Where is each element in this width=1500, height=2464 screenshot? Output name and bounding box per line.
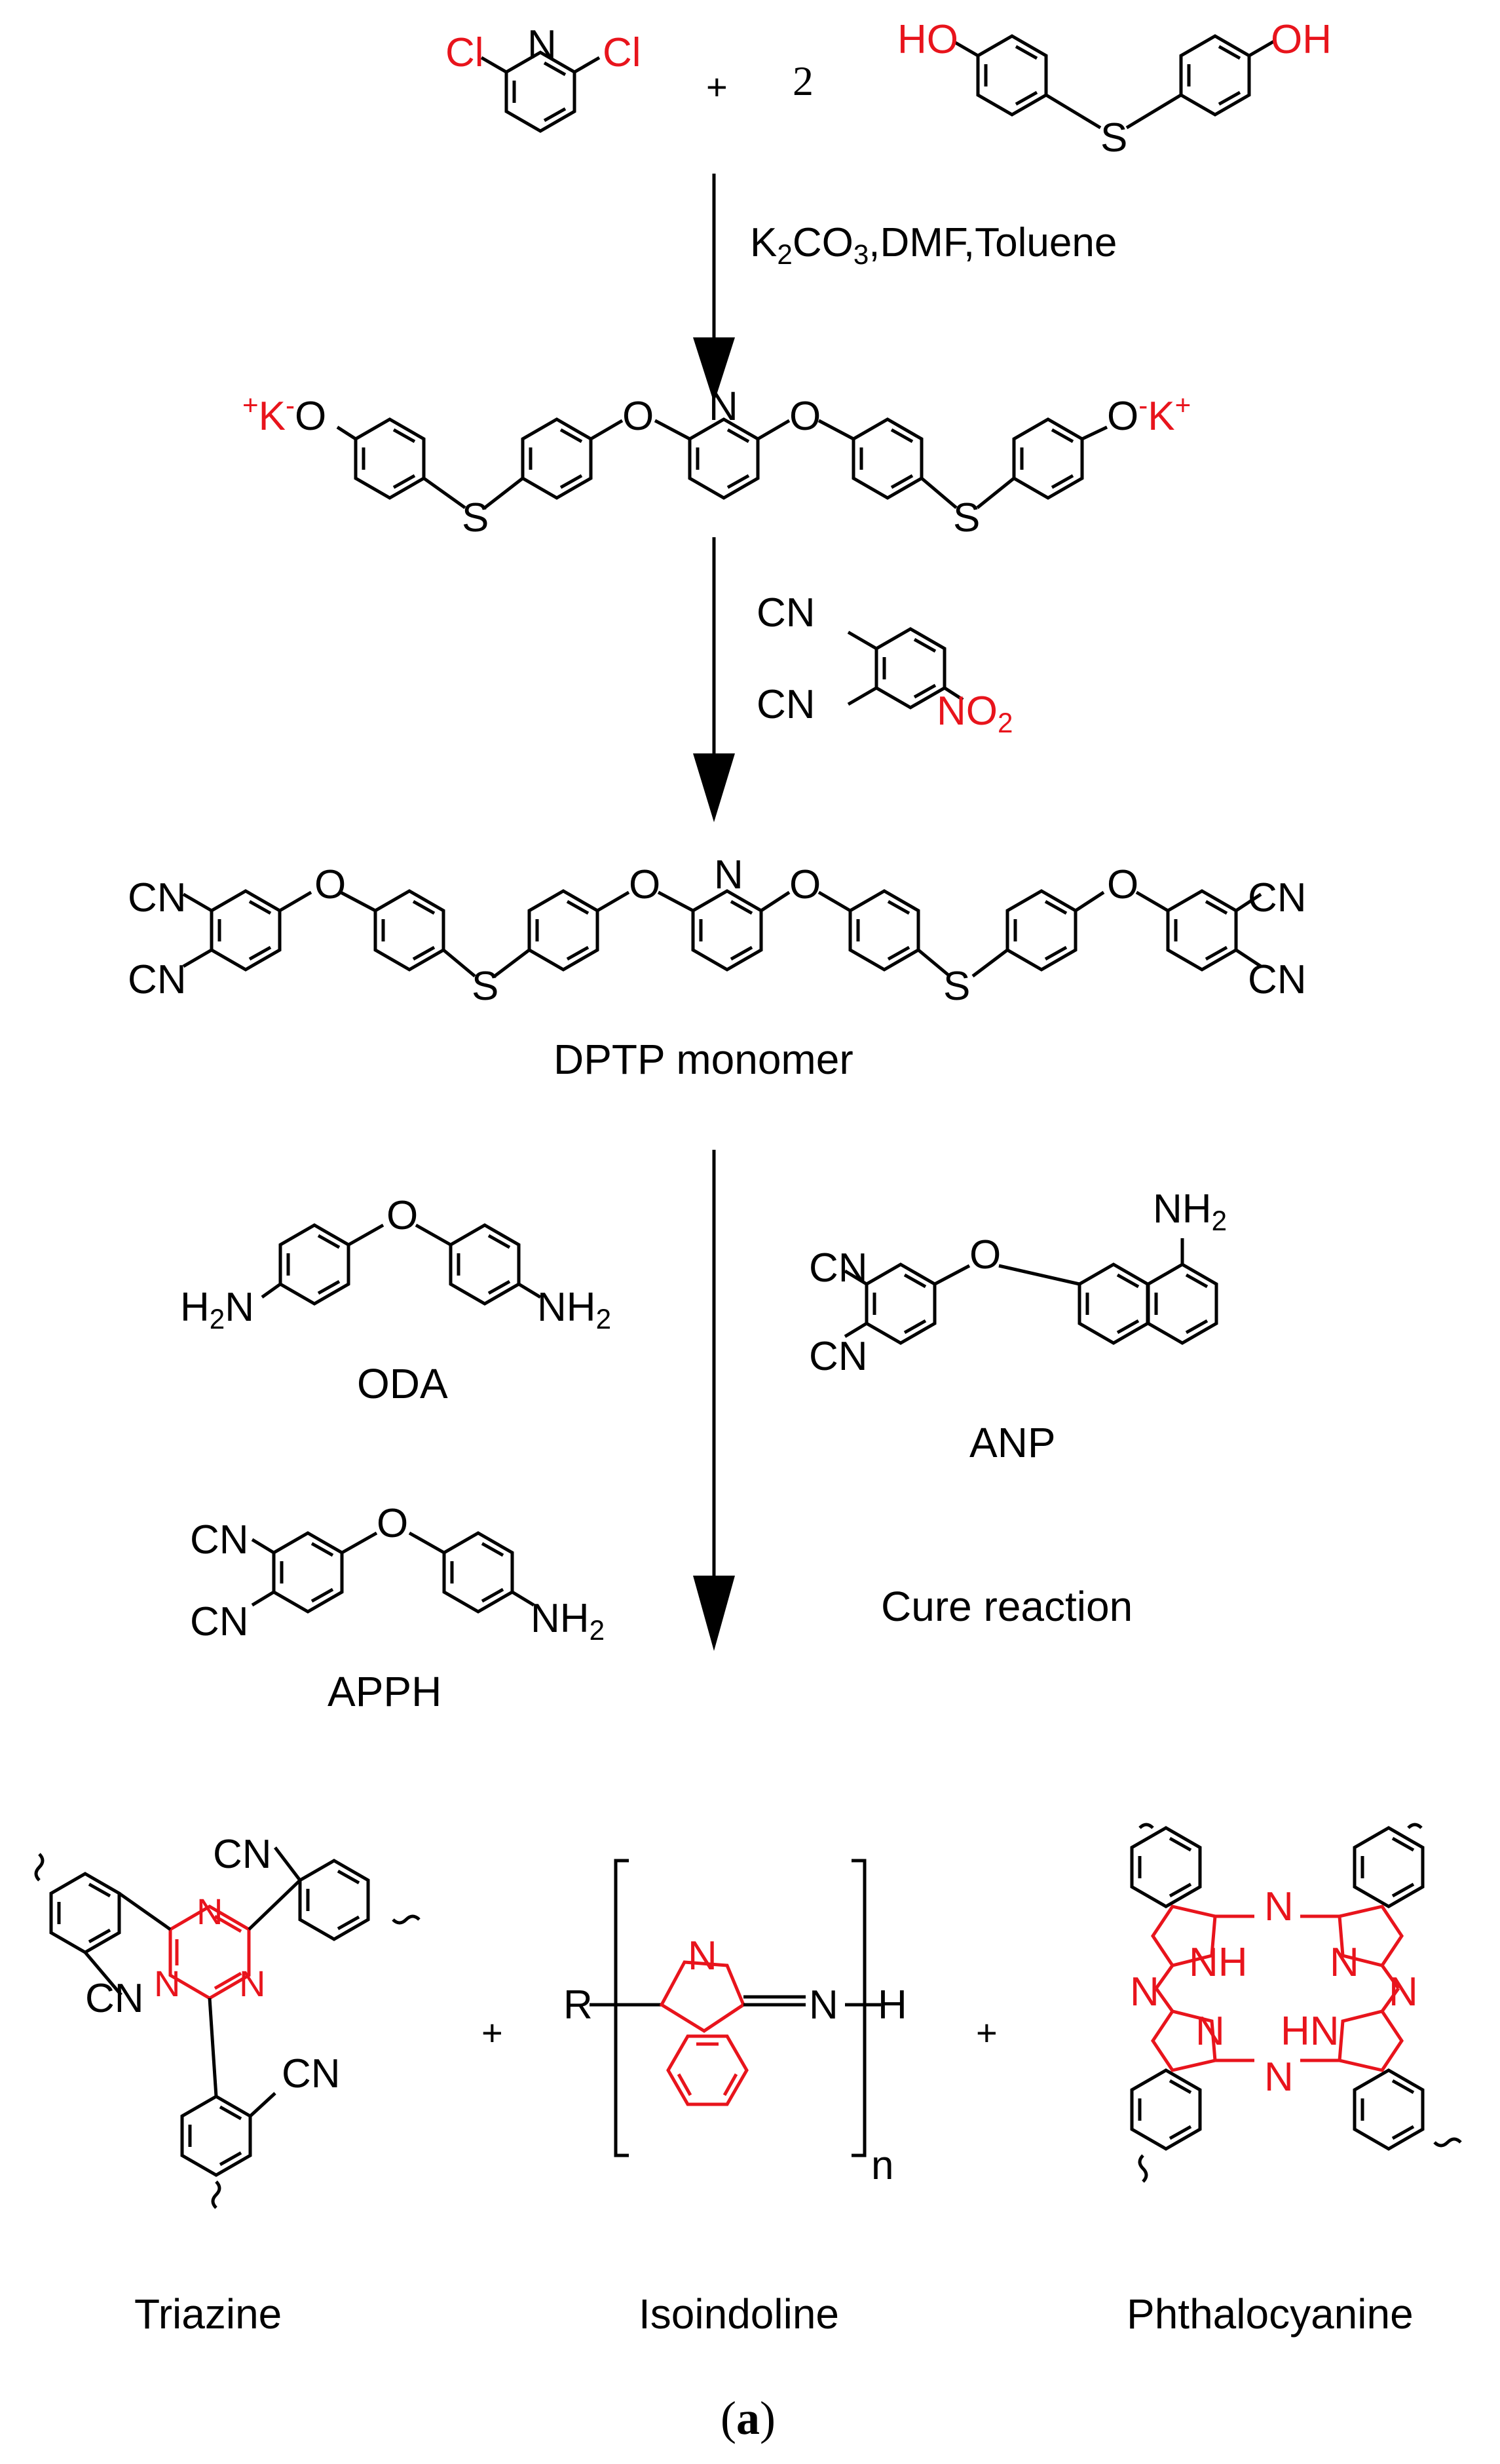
isoindoline-ring-n: N bbox=[688, 1933, 717, 1979]
anp-nh2: NH2 bbox=[1153, 1186, 1228, 1236]
dichloropyridine-structure bbox=[480, 52, 601, 131]
anp-cn-top: CN bbox=[809, 1245, 868, 1291]
oda-structure bbox=[261, 1225, 542, 1304]
bisphenolate-structure bbox=[336, 419, 1108, 510]
atom-o-left: O bbox=[622, 394, 654, 439]
atom-cl-right: Cl bbox=[603, 30, 641, 75]
monomer-cn-top-right: CN bbox=[1248, 875, 1307, 920]
monomer-name: DPTP monomer bbox=[553, 1036, 853, 1083]
thiodiphenol-structure bbox=[952, 36, 1275, 130]
pc-n-ne: N bbox=[1330, 1940, 1359, 1985]
oda-h2n: H2N bbox=[180, 1285, 255, 1335]
isoindoline-r: R bbox=[563, 1982, 593, 2028]
oda-o: O bbox=[386, 1193, 419, 1238]
monomer-cn-bottom-left: CN bbox=[128, 957, 187, 1002]
cure-reaction-label: Cure reaction bbox=[881, 1583, 1133, 1630]
monomer-s-right: S bbox=[943, 964, 971, 1009]
pc-nh: NH bbox=[1189, 1940, 1248, 1985]
pc-n-top: N bbox=[1264, 1884, 1294, 1929]
atom-o-right: O bbox=[789, 394, 821, 439]
reaction-arrow-1 bbox=[693, 174, 735, 403]
triazine-structure bbox=[34, 1846, 421, 2209]
pc-n-left: N bbox=[1130, 1969, 1159, 2015]
pc-n-sw: N bbox=[1195, 2009, 1225, 2054]
triazine-n-left: N bbox=[154, 1963, 181, 2004]
anp-o: O bbox=[969, 1232, 1002, 1278]
anp-cn-bottom: CN bbox=[809, 1334, 868, 1379]
oda-nh2: NH2 bbox=[537, 1285, 612, 1335]
atom-cl-left: Cl bbox=[445, 30, 484, 75]
monomer-n: N bbox=[714, 852, 743, 898]
triazine-name: Triazine bbox=[134, 2290, 282, 2338]
isoindoline-repeat-n: n bbox=[871, 2143, 894, 2188]
pc-n-right: N bbox=[1389, 1969, 1418, 2015]
pc-hn: HN bbox=[1281, 2009, 1340, 2054]
dptp-monomer-structure bbox=[182, 891, 1262, 977]
oda-name: ODA bbox=[357, 1360, 448, 1407]
atom-n-center: N bbox=[709, 384, 738, 429]
triazine-n-top: N bbox=[197, 1891, 223, 1932]
triazine-cn-left: CN bbox=[85, 1976, 144, 2021]
reaction-conditions-step1: K2CO3,DMF,Toluene bbox=[750, 220, 1117, 270]
triazine-cn-top: CN bbox=[213, 1832, 272, 1877]
anp-name: ANP bbox=[969, 1419, 1056, 1466]
atom-s-right: S bbox=[953, 495, 981, 540]
figure-panel-label: (a) bbox=[721, 2392, 776, 2444]
apph-structure bbox=[251, 1533, 535, 1612]
isoindoline-imine-n: N bbox=[809, 1982, 838, 2028]
triazine-n-right: N bbox=[239, 1963, 266, 2004]
atom-ho: HO bbox=[897, 17, 958, 62]
reagent-nitro-group: NO2 bbox=[937, 689, 1013, 738]
potassium-phenolate-left: +K-O bbox=[242, 389, 327, 439]
monomer-cn-top-left: CN bbox=[128, 875, 187, 920]
isoindoline-structure bbox=[590, 1859, 881, 2157]
monomer-s-left: S bbox=[472, 964, 499, 1009]
plus-sign-product-1: + bbox=[481, 2012, 503, 2053]
stoichiometric-coefficient: 2 bbox=[793, 58, 814, 104]
apph-cn-top: CN bbox=[190, 1517, 249, 1563]
monomer-o-4: O bbox=[1107, 862, 1139, 907]
atom-s-left: S bbox=[462, 495, 489, 540]
reaction-arrow-3 bbox=[693, 1150, 735, 1651]
anp-structure bbox=[844, 1238, 1216, 1343]
apph-o: O bbox=[377, 1501, 409, 1546]
monomer-o-1: O bbox=[314, 862, 347, 907]
plus-sign-step1: + bbox=[706, 66, 728, 107]
apph-cn-bottom: CN bbox=[190, 1599, 249, 1644]
potassium-phenolate-right: O-K+ bbox=[1107, 389, 1191, 439]
isoindoline-name: Isoindoline bbox=[639, 2290, 839, 2338]
reagent-cn-bottom: CN bbox=[757, 682, 816, 727]
phthalocyanine-name: Phthalocyanine bbox=[1127, 2290, 1414, 2338]
phthalocyanine-structure bbox=[1132, 1823, 1462, 2183]
monomer-cn-bottom-right: CN bbox=[1248, 957, 1307, 1002]
atom-n-pyridine: N bbox=[527, 22, 557, 67]
atom-oh: OH bbox=[1271, 17, 1332, 62]
monomer-o-2: O bbox=[629, 862, 661, 907]
apph-name: APPH bbox=[328, 1668, 442, 1715]
nitrophthalonitrile-structure bbox=[847, 629, 964, 708]
pc-n-bottom: N bbox=[1264, 2055, 1294, 2100]
atom-s-thiodiphenol: S bbox=[1100, 115, 1128, 161]
plus-sign-product-2: + bbox=[976, 2012, 998, 2053]
reagent-cn-top: CN bbox=[757, 590, 816, 635]
reaction-arrow-2 bbox=[693, 537, 735, 822]
triazine-cn-bottom: CN bbox=[282, 2051, 341, 2096]
apph-nh2: NH2 bbox=[531, 1596, 605, 1646]
monomer-o-3: O bbox=[789, 862, 821, 907]
isoindoline-h: H bbox=[878, 1982, 907, 2028]
